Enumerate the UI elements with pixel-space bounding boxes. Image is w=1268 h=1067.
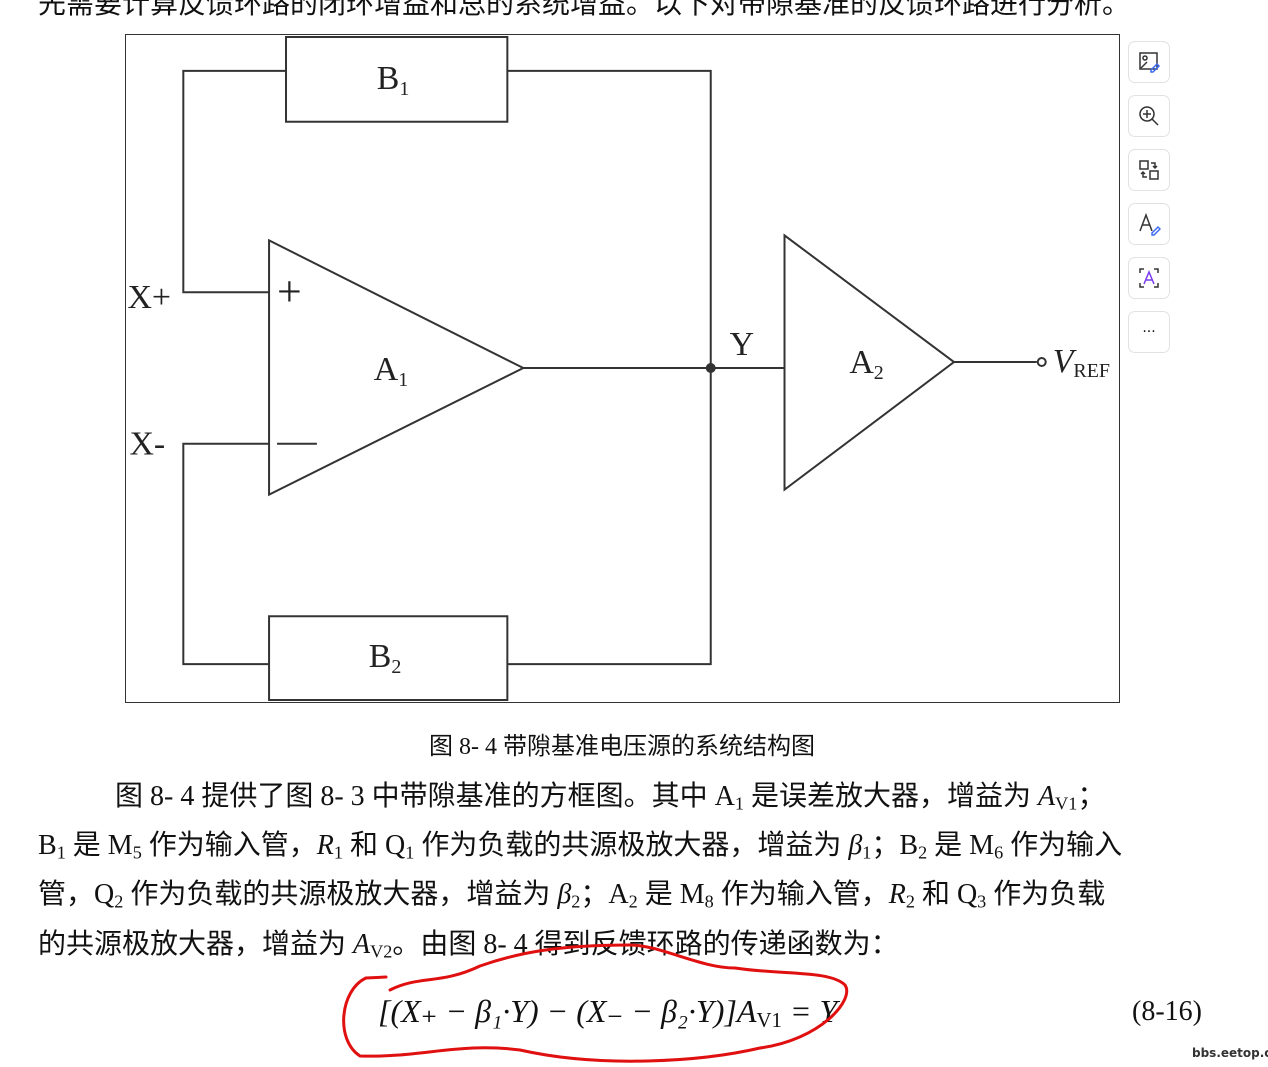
- equation-number: (8-16): [1132, 996, 1202, 1027]
- swap-button[interactable]: [1128, 149, 1170, 191]
- ocr-text-icon: [1139, 268, 1159, 288]
- block-diagram: B1 B2 A1 A2 X+ X- + Y VREF: [125, 34, 1120, 703]
- svg-text:X+: X+: [127, 279, 171, 316]
- svg-text:A1: A1: [374, 351, 408, 391]
- output-terminal: [1036, 357, 1047, 368]
- paragraph-line: B1 是 M5 作为输入管，R1 和 Q1 作为负载的共源极放大器，增益为 β1…: [38, 830, 1123, 863]
- b2-block: [268, 615, 509, 702]
- equation: [(X₊ − β₁·Y) − (X₋ − β₂·Y)]AV1 = Y: [378, 993, 838, 1033]
- paragraph-line: 图 8- 4 提供了图 8- 3 中带隙基准的方框图。其中 A1 是误差放大器，…: [115, 781, 1106, 814]
- image-edit-button[interactable]: [1128, 41, 1170, 83]
- top-text: 先需要计算反馈环路的闭环增益和总的系统增益。以下对带隙基准的反馈环路进行分析。: [38, 0, 1131, 20]
- svg-text:B2: B2: [369, 638, 402, 678]
- a1-amplifier: [268, 238, 526, 497]
- zoom-in-button[interactable]: [1128, 95, 1170, 137]
- a2-amplifier: [783, 233, 956, 492]
- text-edit-button[interactable]: [1128, 203, 1170, 245]
- image-edit-icon: [1139, 52, 1161, 73]
- ocr-button[interactable]: [1128, 257, 1170, 299]
- watermark: bbs.eetop.cn: [1192, 1046, 1268, 1060]
- more-icon: ···: [1142, 324, 1156, 340]
- wire: [182, 69, 287, 294]
- text-edit-icon: [1139, 212, 1161, 236]
- svg-text:Y: Y: [730, 326, 754, 363]
- junction-dot: [705, 363, 716, 373]
- b1-block: [285, 35, 509, 123]
- wire: [182, 442, 270, 666]
- more-button[interactable]: ···: [1128, 311, 1170, 353]
- svg-text:A2: A2: [849, 344, 883, 384]
- svg-text:B1: B1: [377, 60, 410, 100]
- figure-caption: 图 8- 4 带隙基准电压源的系统结构图: [429, 734, 815, 760]
- zoom-in-icon: [1139, 106, 1159, 126]
- paragraph-line: 的共源极放大器，增益为 AV2。由图 8- 4 得到反馈环路的传递函数为：: [38, 929, 899, 962]
- swap-icon: [1139, 160, 1159, 180]
- svg-text:X-: X-: [129, 426, 165, 463]
- svg-text:VREF: VREF: [1053, 343, 1110, 382]
- paragraph-line: 管，Q2 作为负载的共源极放大器，增益为 β2；A2 是 M8 作为输入管，R2…: [38, 879, 1106, 912]
- svg-text:+: +: [277, 268, 302, 316]
